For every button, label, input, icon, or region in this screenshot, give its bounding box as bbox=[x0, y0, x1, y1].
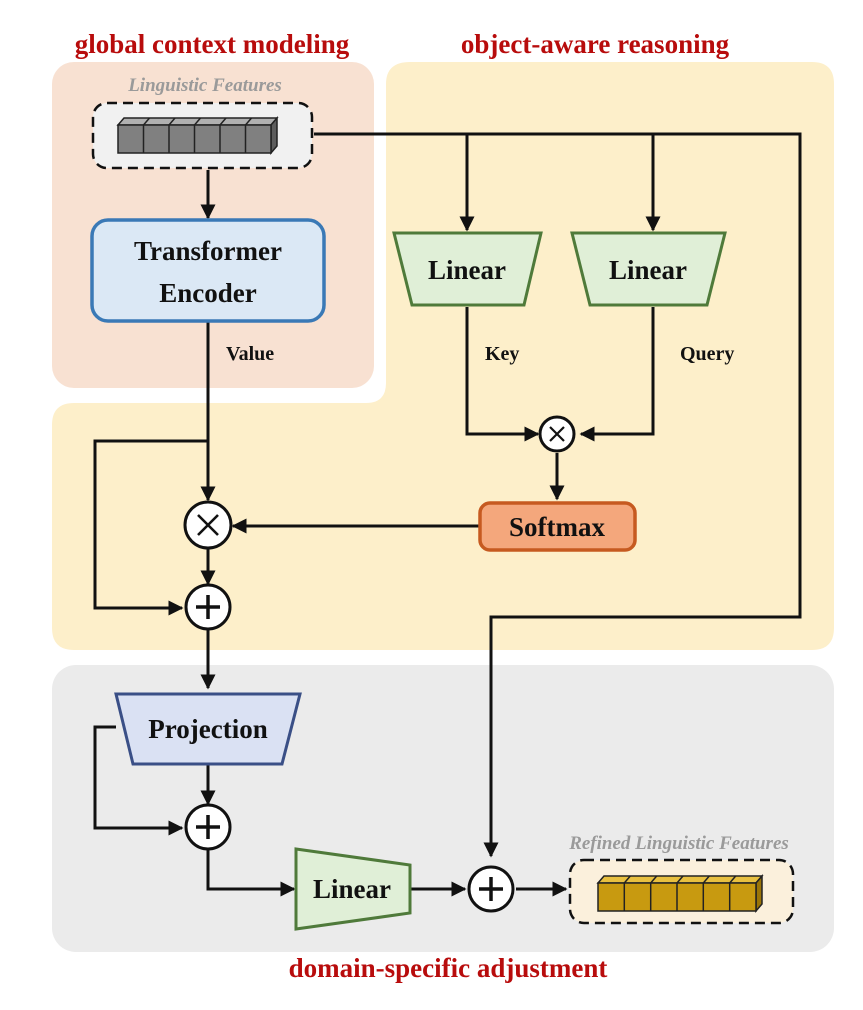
linear-key-block bbox=[392, 231, 543, 307]
arrow-add-to-linear bbox=[206, 850, 296, 897]
linear-query-label: Linear bbox=[609, 255, 687, 285]
linear-output-label: Linear bbox=[313, 874, 391, 904]
key-label: Key bbox=[485, 343, 519, 365]
linear-output-block bbox=[294, 847, 412, 931]
plus-circle-icon bbox=[184, 583, 232, 631]
transformer-encoder-block bbox=[90, 218, 326, 323]
object-aware-region bbox=[52, 62, 834, 650]
linear-key-label: Linear bbox=[428, 255, 506, 285]
times-circle-icon bbox=[183, 500, 233, 550]
query-label: Query bbox=[680, 343, 734, 365]
arrow-residual-projection bbox=[93, 725, 184, 836]
softmax-label: Softmax bbox=[509, 512, 605, 542]
projection-block bbox=[114, 692, 302, 766]
arrow-query-to-multiply bbox=[579, 307, 655, 442]
connectors bbox=[93, 132, 802, 897]
plus-circle-icon bbox=[184, 803, 232, 851]
plus-circle-icon bbox=[467, 865, 515, 913]
arrow-key-to-multiply bbox=[465, 307, 540, 442]
line-input-branch bbox=[314, 132, 802, 858]
section-title-object: object-aware reasoning bbox=[461, 29, 730, 59]
value-label: Value bbox=[226, 343, 274, 365]
softmax-block bbox=[478, 501, 637, 552]
output-feature-cubes bbox=[596, 873, 764, 914]
linear-query-block bbox=[570, 231, 727, 307]
section-title-domain: domain-specific adjustment bbox=[289, 953, 608, 983]
linguistic-features-label: Linguistic Features bbox=[127, 75, 282, 96]
input-feature-cubes bbox=[116, 115, 279, 156]
transformer-encoder-line1: Transformer bbox=[134, 236, 282, 266]
projection-label: Projection bbox=[148, 714, 267, 744]
section-title-global: global context modeling bbox=[75, 29, 350, 59]
refined-features-label: Refined Linguistic Features bbox=[568, 833, 789, 854]
times-circle-icon bbox=[538, 415, 576, 453]
transformer-encoder-line2: Encoder bbox=[159, 278, 257, 308]
arrow-residual-value bbox=[93, 439, 208, 616]
